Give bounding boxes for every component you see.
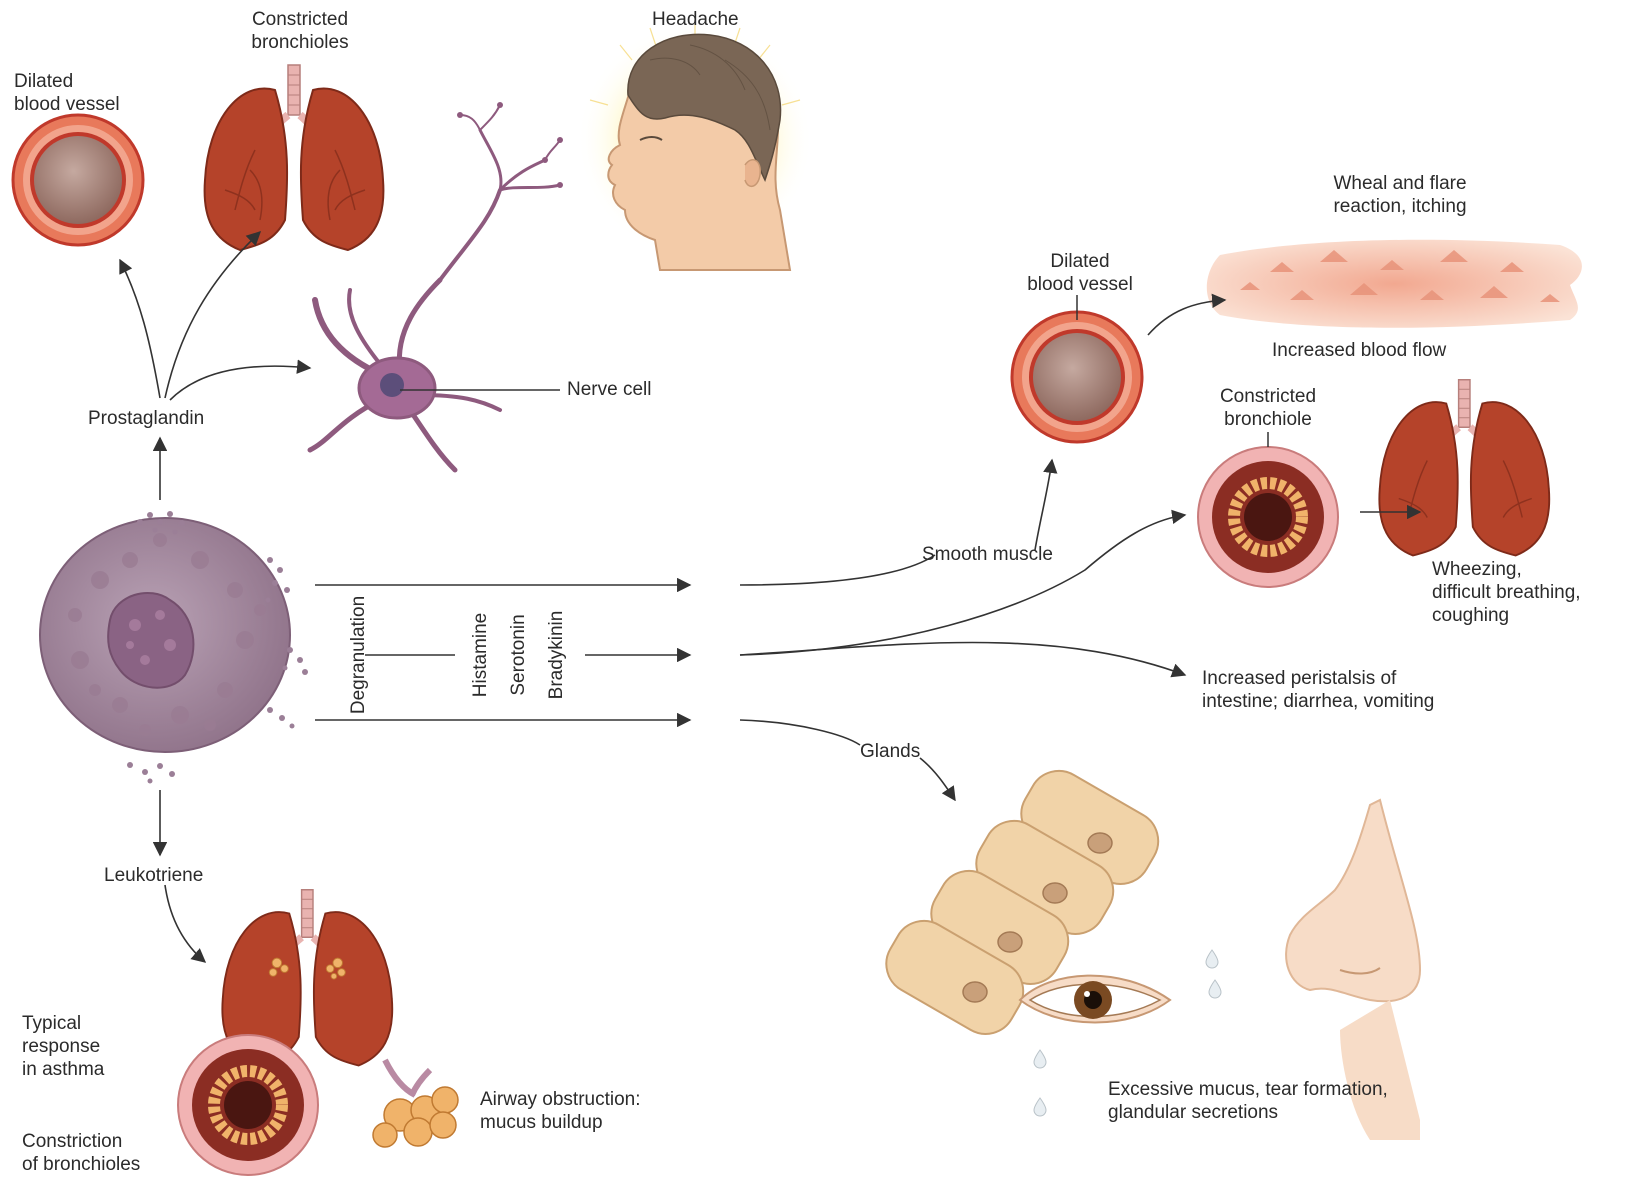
typical-response-line2: response (22, 1035, 104, 1058)
smooth-muscle-label: Smooth muscle (922, 543, 1053, 566)
arrow-to-bronchiole (740, 515, 1185, 655)
arrow-to-peristalsis (740, 643, 1185, 676)
wheal-flare-line1: Wheal and flare (1320, 172, 1480, 195)
constriction-of-bronchioles-label: Constriction of bronchioles (22, 1130, 140, 1176)
nerve-cell-label: Nerve cell (567, 378, 651, 401)
dilated-vessel-left-line1: Dilated (14, 70, 120, 93)
peristalsis-line1: Increased peristalsis of (1202, 667, 1434, 690)
blood-vessel-icon (13, 115, 143, 245)
degranulation-label: Degranulation (348, 575, 372, 735)
wheezing-line1: Wheezing, (1432, 558, 1581, 581)
arrow-to-lungs (165, 232, 260, 398)
prostaglandin-label: Prostaglandin (88, 407, 204, 430)
arrow-to-vessel (120, 260, 160, 398)
lungs-icon (1379, 380, 1549, 556)
typical-response-label: Typical response in asthma (22, 1012, 104, 1081)
arrows (120, 232, 1420, 962)
typical-response-line1: Typical (22, 1012, 104, 1035)
constriction-line1: Constriction (22, 1130, 140, 1153)
constricted-bronchiole-right-line2: bronchiole (1198, 408, 1338, 431)
dilated-vessel-left-line2: blood vessel (14, 93, 120, 116)
arrow-to-gland-cells (920, 758, 955, 800)
airway-obstruction-line2: mucus buildup (480, 1111, 641, 1134)
wheezing-line2: difficult breathing, (1432, 581, 1581, 604)
airway-obstruction-line1: Airway obstruction: (480, 1088, 641, 1111)
wheal-flare-label: Wheal and flare reaction, itching (1320, 172, 1480, 218)
bradykinin-label: Bradykinin (546, 605, 570, 705)
increased-blood-flow-label: Increased blood flow (1272, 339, 1446, 362)
bronchiole-icon (178, 1035, 318, 1175)
lungs-icon (205, 65, 384, 250)
mast-cell-icon (40, 511, 308, 784)
skin-wheal-icon (1207, 240, 1582, 328)
arrow-to-nerve (170, 366, 310, 400)
histamine-label: Histamine (470, 605, 494, 705)
arrow-smooth-muscle-in (740, 555, 935, 585)
wheal-flare-line2: reaction, itching (1320, 195, 1480, 218)
airway-obstruction-label: Airway obstruction: mucus buildup (480, 1088, 641, 1134)
arrow-to-vessel-right (1035, 460, 1052, 550)
dilated-vessel-left-label: Dilated blood vessel (14, 70, 120, 116)
dilated-vessel-right-label: Dilated blood vessel (1000, 250, 1160, 296)
excessive-mucus-line1: Excessive mucus, tear formation, (1108, 1078, 1388, 1101)
bronchiole-icon (1198, 432, 1338, 587)
arrow-to-asthma-lungs (165, 885, 205, 962)
constriction-line2: of bronchioles (22, 1153, 140, 1176)
headache-label: Headache (652, 8, 739, 31)
constricted-bronchioles-line1: Constricted (225, 8, 375, 31)
constricted-bronchiole-right-label: Constricted bronchiole (1198, 385, 1338, 431)
constricted-bronchioles-line2: bronchioles (225, 31, 375, 54)
excessive-mucus-label: Excessive mucus, tear formation, glandul… (1108, 1078, 1388, 1124)
nerve-endings (457, 102, 563, 188)
head-icon (577, 20, 813, 270)
leukotriene-label: Leukotriene (104, 864, 203, 887)
serotonin-label: Serotonin (508, 605, 532, 705)
arrow-glands-in (740, 720, 860, 745)
blood-vessel-icon (1012, 295, 1142, 442)
dilated-vessel-right-line1: Dilated (1000, 250, 1160, 273)
wheezing-label: Wheezing, difficult breathing, coughing (1432, 558, 1581, 627)
typical-response-line3: in asthma (22, 1058, 104, 1081)
constricted-bronchioles-label: Constricted bronchioles (225, 8, 375, 54)
mucus-cluster-icon (373, 1060, 458, 1147)
peristalsis-label: Increased peristalsis of intestine; diar… (1202, 667, 1434, 713)
excessive-mucus-line2: glandular secretions (1108, 1101, 1388, 1124)
wheezing-line3: coughing (1432, 604, 1581, 627)
glands-label: Glands (860, 740, 920, 763)
dilated-vessel-right-line2: blood vessel (1000, 273, 1160, 296)
peristalsis-line2: intestine; diarrhea, vomiting (1202, 690, 1434, 713)
constricted-bronchiole-right-line1: Constricted (1198, 385, 1338, 408)
